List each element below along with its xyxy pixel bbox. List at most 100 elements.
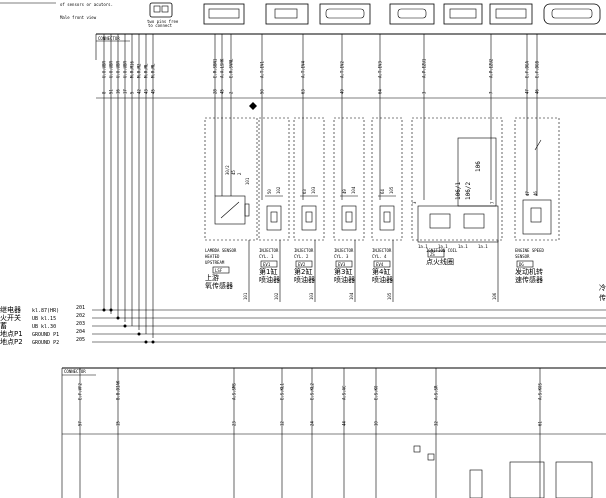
top-wire-pin: 7: [489, 91, 494, 94]
diamond-marker: [249, 102, 257, 110]
component-out: 105: [387, 292, 392, 300]
bus-en-label: UB kl.15: [32, 316, 56, 322]
top-wire-label: U.U.UBR: [109, 61, 114, 78]
top-wire-label: M.R.M16: [130, 61, 135, 78]
coil-subpin: 1a.1: [418, 244, 428, 249]
top-wire-label: E.R.SVNL: [229, 58, 234, 78]
component-code: EV4: [376, 262, 384, 267]
component-en1: INJECTOR: [259, 248, 279, 253]
component-code: EV3: [338, 262, 346, 267]
top-wire-pin: 45: [151, 89, 156, 94]
bottom-wire-label: A.S.AC: [342, 385, 347, 400]
connector-pictogram-2pin: [149, 2, 173, 18]
component-en2: CYL. 2: [294, 254, 309, 259]
connector-pictogram-4pin-b: [389, 3, 435, 25]
top-wire-label: U.U.UBR: [116, 61, 121, 78]
top-wire-pin: 45: [220, 89, 225, 94]
component-cn1: 发动机转: [515, 267, 543, 276]
bus-cn-label: 地点P2: [0, 337, 23, 346]
component-en1: IGNITION COIL: [426, 248, 458, 253]
component-en2: CYL. 1: [259, 254, 274, 259]
lsf-pin: 30/2: [225, 165, 230, 175]
cut-text-1: 冷: [599, 283, 606, 292]
top-wire-pin: 5: [130, 91, 135, 94]
bottom-wire-label: A.S.SR: [434, 385, 439, 400]
component-en1: INJECTOR: [294, 248, 314, 253]
top-wire-label: A.T.EV3: [378, 61, 383, 78]
bus-number: 201: [76, 305, 85, 311]
top-wire-label: E.F.DGB: [535, 61, 540, 78]
connector-pictogram-4pin: [203, 3, 245, 25]
connector-pictogram-5pin: [319, 3, 371, 25]
connector-pictogram-4pin-c: [543, 3, 601, 25]
header-note-line2: Male front view: [60, 15, 97, 20]
top-wire-label: A.T.EV1: [260, 61, 265, 78]
component-cn2: 速传感器: [515, 275, 543, 284]
component-out: 103: [309, 292, 314, 300]
connector-pictogram-3pin-b: [489, 3, 533, 25]
coil-subpin: 1a.1: [438, 244, 448, 249]
coil-pin: 106/2: [465, 182, 472, 200]
component-en1: INJECTOR: [372, 248, 392, 253]
component-en1: INJECTOR: [334, 248, 354, 253]
coil-pin: 106/1: [455, 182, 462, 200]
bottom-wire-label: E.S.KO: [374, 385, 379, 400]
component-en2: CYL. 3: [334, 254, 349, 259]
injector-pin: 104: [351, 186, 356, 194]
top-wire-label: E.R.SBN1: [213, 58, 218, 78]
component-cn1: 上游: [205, 273, 219, 282]
bus-number: 202: [76, 313, 85, 319]
lsf-pin: 45: [231, 170, 236, 175]
injector-pin: 105: [389, 186, 394, 194]
header: of sensors or acutors. Male front view t…: [0, 2, 601, 28]
bus-en-label: GROUND P1: [32, 332, 59, 338]
top-wire-pin: 43: [144, 89, 149, 94]
coil-pin: 7: [490, 201, 495, 204]
injector-pin: 50: [267, 189, 272, 194]
component-code: EV2: [298, 262, 306, 267]
top-wire-label: A.T.EV2: [340, 61, 345, 78]
top-wire-label: A.P.EZU2: [489, 58, 494, 78]
component-cn1: 第1缸: [259, 267, 277, 276]
top-wire-label: A.T.EV4: [301, 61, 306, 78]
component-cn1: 点火线圈: [426, 257, 454, 266]
top-wire-label: M.R.ML: [151, 63, 156, 78]
lsf-pin: 101: [245, 177, 250, 185]
two-pins-free-text: two pins free: [147, 19, 179, 24]
bus-en-label: GROUND P2: [32, 340, 59, 346]
component-out: 106: [492, 292, 497, 300]
cut-text-2: 传: [599, 293, 606, 302]
component-out: 101: [243, 292, 248, 300]
top-wire-pin: 8: [102, 91, 107, 94]
injector-pin: 63: [302, 189, 307, 194]
top-wire-pin: 64: [378, 89, 383, 94]
top-wire-pin: 50: [260, 89, 265, 94]
bottom-wire-pin: 32: [434, 421, 439, 426]
top-wire-pin: 16: [116, 89, 121, 94]
bottom-wire-pin: 57: [78, 421, 83, 426]
injector-pin: 102: [276, 186, 281, 194]
coil-pin: 106: [475, 161, 482, 172]
top-wire-label: A.A.LSHK: [220, 58, 225, 78]
dg-pin: 47: [525, 191, 530, 196]
component-code: LSF: [215, 268, 223, 273]
to-connect-text: to connect: [148, 23, 173, 28]
top-wire-label: U.U.UBR: [123, 61, 128, 78]
connector-pictogram-3pin: [443, 3, 483, 25]
top-wire-label: M.R.M2: [137, 63, 142, 78]
component-cn2: 喷油器: [259, 275, 280, 284]
top-wire-pin: 2: [229, 91, 234, 94]
bottom-wire-pin: 61: [538, 421, 543, 426]
bus-cn-label: 火开关: [0, 313, 21, 322]
top-wire-pin: 42: [137, 89, 142, 94]
bus-number: 203: [76, 321, 85, 327]
component-cn2: 喷油器: [294, 275, 315, 284]
component-en3: UPSTREAM: [205, 260, 225, 265]
dg-pin: 46: [533, 191, 538, 196]
top-connector-label: CONNECTOR: [98, 36, 120, 41]
